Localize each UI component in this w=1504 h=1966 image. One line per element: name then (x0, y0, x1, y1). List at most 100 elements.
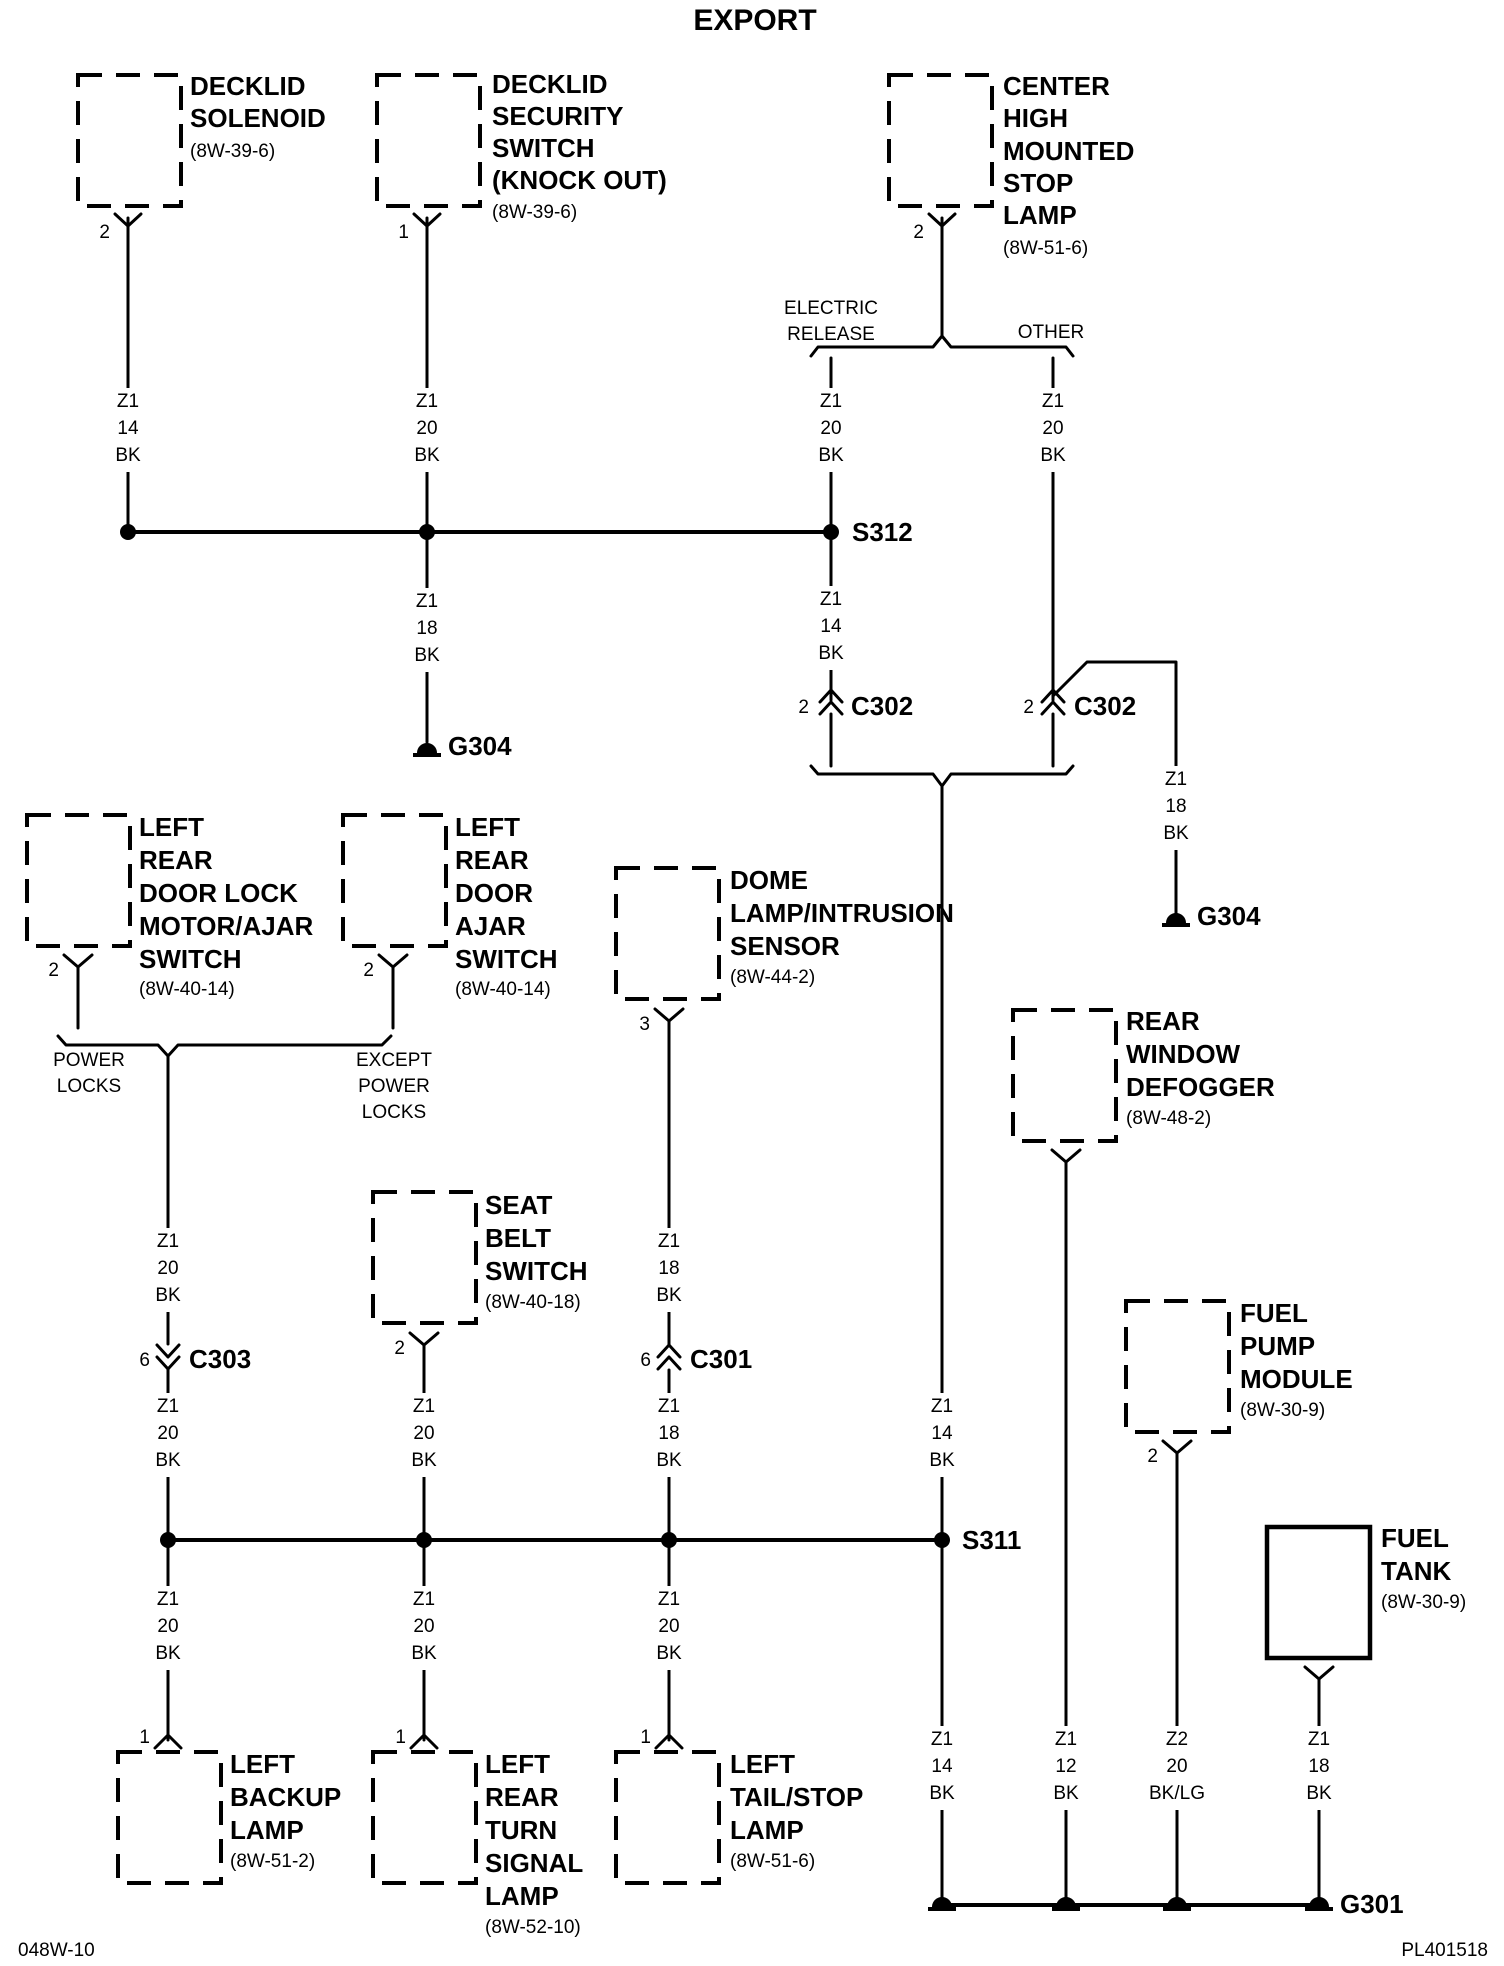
svg-text:LAMP/INTRUSION: LAMP/INTRUSION (730, 898, 954, 928)
footer-figure-code: PL401518 (1401, 1940, 1488, 1961)
wire-label: Z1 20 BK (148, 1586, 188, 1670)
svg-text:2: 2 (394, 1338, 405, 1359)
svg-text:BK: BK (411, 1643, 437, 1664)
chmsl-box (887, 73, 994, 208)
svg-text:LAMP: LAMP (730, 1815, 804, 1845)
svg-text:1: 1 (395, 1727, 406, 1748)
decklid-security-switch-box (375, 73, 482, 208)
wire-label: Z1 14 BK (922, 1393, 962, 1477)
c302-left-connector: 2 C302 (798, 688, 913, 721)
left-rear-turn-lamp-box (371, 1750, 478, 1885)
svg-text:BK: BK (414, 445, 440, 466)
wire-label: Z1 20 BK (404, 1586, 444, 1670)
left-tail-stop-lamp-label: LEFT TAIL/STOP LAMP (8W-51-6) (730, 1749, 863, 1872)
svg-text:LEFT: LEFT (230, 1749, 295, 1779)
seat-belt-switch-label: SEAT BELT SWITCH (8W-40-18) (485, 1190, 588, 1313)
svg-text:Z1: Z1 (658, 1231, 680, 1252)
svg-text:SWITCH: SWITCH (485, 1256, 588, 1286)
svg-text:2: 2 (363, 960, 374, 981)
svg-text:G304: G304 (1197, 901, 1261, 931)
svg-text:LEFT: LEFT (730, 1749, 795, 1779)
svg-text:REAR: REAR (139, 845, 213, 875)
splice-dots (120, 524, 950, 1548)
wire-label: Z1 20 BK (404, 1393, 444, 1477)
svg-text:Z1: Z1 (157, 1396, 179, 1417)
wire-label: Z1 14 BK (811, 586, 851, 670)
svg-text:DOOR: DOOR (455, 878, 533, 908)
svg-text:POWER: POWER (53, 1050, 125, 1071)
svg-text:Z1: Z1 (416, 591, 438, 612)
svg-text:STOP: STOP (1003, 168, 1073, 198)
svg-text:1: 1 (640, 1727, 651, 1748)
svg-text:FUEL: FUEL (1381, 1523, 1449, 1553)
svg-text:12: 12 (1055, 1756, 1076, 1777)
svg-text:LOCKS: LOCKS (57, 1076, 121, 1097)
svg-text:EXCEPT: EXCEPT (356, 1050, 432, 1071)
dome-lamp-box (614, 866, 721, 1001)
svg-text:DEFOGGER: DEFOGGER (1126, 1072, 1275, 1102)
left-tail-stop-lamp-box (614, 1750, 721, 1885)
svg-text:(8W-51-6): (8W-51-6) (1003, 238, 1088, 259)
svg-text:TURN: TURN (485, 1815, 557, 1845)
svg-text:18: 18 (658, 1258, 679, 1279)
svg-text:Z1: Z1 (157, 1589, 179, 1610)
svg-text:Z1: Z1 (157, 1231, 179, 1252)
svg-text:SWITCH: SWITCH (492, 133, 595, 163)
svg-text:C302: C302 (1074, 691, 1136, 721)
svg-text:REAR: REAR (455, 845, 529, 875)
svg-text:SWITCH: SWITCH (139, 944, 242, 974)
svg-text:BK: BK (115, 445, 141, 466)
s311-label: S311 (962, 1525, 1021, 1555)
svg-text:18: 18 (658, 1423, 679, 1444)
wire-label: Z1 20 BK (148, 1393, 188, 1477)
svg-text:Z1: Z1 (820, 391, 842, 412)
svg-text:PUMP: PUMP (1240, 1331, 1315, 1361)
svg-text:DECKLID: DECKLID (190, 71, 306, 101)
svg-text:DECKLID: DECKLID (492, 69, 608, 99)
svg-text:LAMP: LAMP (485, 1881, 559, 1911)
svg-text:WINDOW: WINDOW (1126, 1039, 1241, 1069)
seat-belt-switch-box (371, 1190, 478, 1325)
svg-text:20: 20 (820, 418, 841, 439)
left-backup-lamp-label: LEFT BACKUP LAMP (8W-51-2) (230, 1749, 341, 1872)
svg-text:18: 18 (1165, 796, 1186, 817)
svg-text:BK: BK (411, 1450, 437, 1471)
svg-text:BK: BK (1053, 1783, 1079, 1804)
fuel-pump-module-box (1124, 1299, 1231, 1434)
wire-label: Z1 18 BK (1299, 1726, 1339, 1810)
pin-terminals-top (113, 212, 957, 228)
svg-text:20: 20 (413, 1616, 434, 1637)
svg-text:Z1: Z1 (117, 391, 139, 412)
left-rear-door-lock-motor-box (25, 813, 132, 948)
svg-text:Z1: Z1 (1042, 391, 1064, 412)
wire-label: Z1 14 BK (922, 1726, 962, 1810)
svg-text:BACKUP: BACKUP (230, 1782, 341, 1812)
wire-label: Z1 18 BK (649, 1393, 689, 1477)
decklid-solenoid-label: DECKLID SOLENOID (8W-39-6) (190, 71, 326, 162)
svg-text:MODULE: MODULE (1240, 1364, 1353, 1394)
svg-text:BK: BK (656, 1450, 682, 1471)
wire-label: Z1 20 BK (649, 1586, 689, 1670)
svg-text:(8W-48-2): (8W-48-2) (1126, 1108, 1211, 1129)
left-rear-door-ajar-switch-label: LEFT REAR DOOR AJAR SWITCH (8W-40-14) (455, 812, 558, 1000)
wire-label: Z1 20 BK (811, 388, 851, 472)
svg-text:(8W-40-14): (8W-40-14) (455, 979, 551, 1000)
svg-text:LAMP: LAMP (230, 1815, 304, 1845)
svg-text:Z1: Z1 (1055, 1729, 1077, 1750)
svg-text:BK: BK (155, 1643, 181, 1664)
svg-text:3: 3 (639, 1014, 650, 1035)
svg-text:(8W-51-6): (8W-51-6) (730, 1851, 815, 1872)
svg-text:20: 20 (416, 418, 437, 439)
c303-connector: 6 C303 (139, 1343, 251, 1374)
rear-window-defogger-label: REAR WINDOW DEFOGGER (8W-48-2) (1126, 1006, 1275, 1129)
svg-text:2: 2 (913, 222, 924, 243)
svg-text:C303: C303 (189, 1344, 251, 1374)
pin-numbers: 2 1 2 2 2 3 2 2 1 1 1 (48, 222, 1158, 1748)
wire-labels: Z1 14 BK Z1 20 BK Z1 20 BK Z1 20 BK Z1 1… (108, 388, 1339, 1810)
svg-text:REAR: REAR (485, 1782, 559, 1812)
svg-text:BK: BK (656, 1643, 682, 1664)
svg-text:BK: BK (929, 1783, 955, 1804)
svg-text:SOLENOID: SOLENOID (190, 103, 326, 133)
decklid-security-switch-label: DECKLID SECURITY SWITCH (KNOCK OUT) (8W-… (492, 69, 667, 223)
dome-lamp-label: DOME LAMP/INTRUSION SENSOR (8W-44-2) (730, 865, 954, 988)
